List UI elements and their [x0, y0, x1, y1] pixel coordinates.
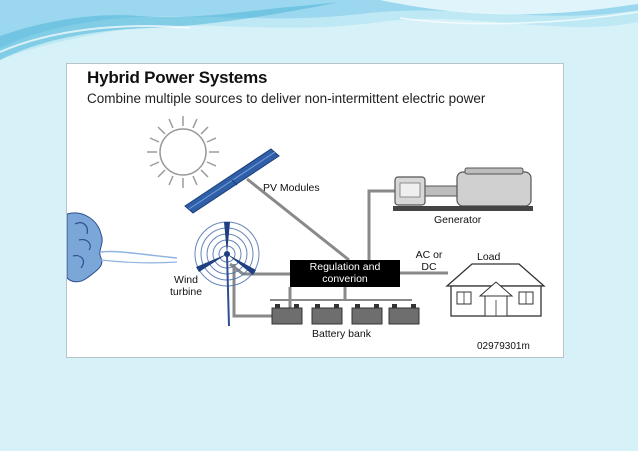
wind-face-icon: [67, 212, 178, 283]
regulation-label-line1: Regulation and: [309, 261, 381, 273]
ac-dc-label: AC or DC: [411, 249, 447, 273]
generator-label: Generator: [434, 214, 482, 226]
ac-dc-label-line1: AC or: [415, 249, 443, 261]
wind-turbine-label-line2: turbine: [169, 286, 203, 298]
figure-code: 02979301m: [477, 341, 530, 352]
hybrid-power-diagram: Hybrid Power Systems Combine multiple so…: [66, 63, 564, 358]
wind-turbine-label-line1: Wind: [174, 274, 198, 286]
load-label: Load: [477, 251, 501, 263]
solar-panel-icon: [184, 148, 280, 214]
diagram-subtitle: Combine multiple sources to deliver non-…: [87, 91, 486, 106]
battery-bank: [271, 304, 420, 325]
house-icon: [445, 263, 546, 317]
regulation-conversion-box: Regulation and converion: [290, 260, 400, 287]
sun-icon: [147, 116, 219, 188]
battery-icon: [271, 304, 303, 325]
diagram-title: Hybrid Power Systems: [87, 68, 268, 87]
battery-icon: [388, 304, 420, 325]
pv-modules-label: PV Modules: [263, 182, 320, 194]
battery-bank-label: Battery bank: [312, 328, 371, 340]
regulation-label-line2: converion: [322, 273, 368, 285]
generator-icon: [393, 167, 533, 211]
wind-turbine-icon: [194, 221, 260, 327]
wind-turbine-label: Wind turbine: [165, 274, 207, 298]
ac-dc-label-line2: DC: [421, 261, 437, 273]
diagram-graphics: [67, 116, 546, 327]
battery-icon: [311, 304, 343, 325]
connector-lines: [229, 177, 448, 318]
battery-icon: [351, 304, 383, 325]
